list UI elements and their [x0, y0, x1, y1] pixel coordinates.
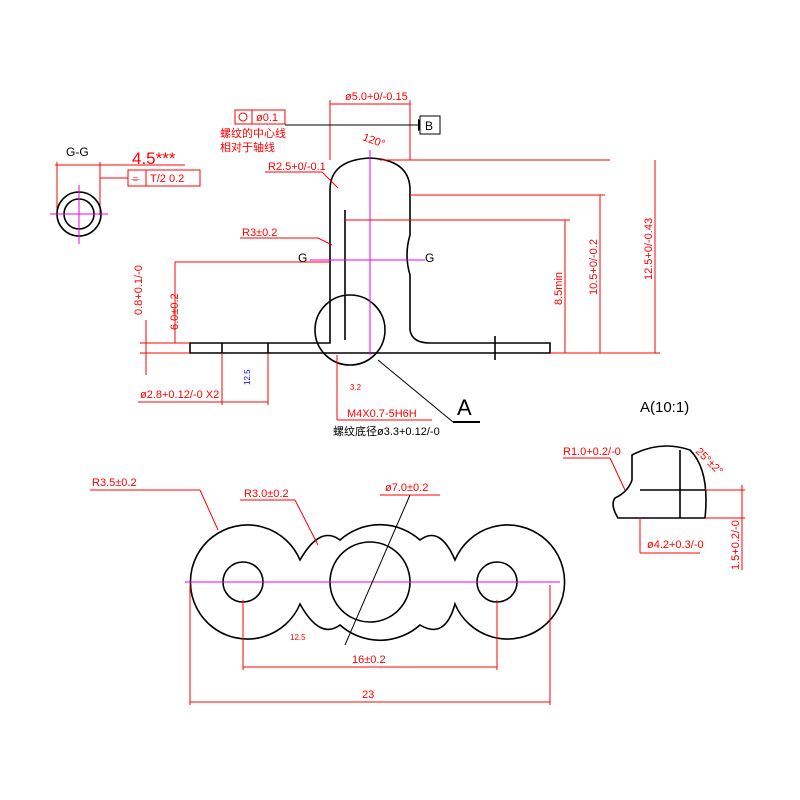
detail-dia: ø4.2+0.3/-0: [647, 539, 704, 551]
h-8-5: 8.5min: [553, 272, 565, 305]
r-waist: R3.0±0.2: [244, 488, 289, 500]
hole-dim: ø2.8+0.12/-0 X2: [140, 389, 219, 401]
detail-view-a: A(10:1) R1.0+0.2/-0 25°±2° ø4.2+0.3/-0 1…: [563, 399, 745, 570]
roughness-1: 12.5: [243, 369, 252, 385]
dia-center: ø7.0±0.2: [385, 482, 428, 494]
length-dim: 23: [362, 689, 374, 701]
datum-b: B: [425, 119, 433, 133]
r-fillet: R2.5+0/-0.1: [268, 161, 326, 173]
angle-120: 120°: [361, 132, 386, 151]
note-line2: 相对于轴线: [220, 140, 275, 154]
h-12-5: 12.5+0/-0.43: [643, 218, 655, 280]
section-mark-right: G: [425, 251, 434, 265]
pitch-dim: 16±0.2: [352, 654, 386, 666]
thread-note: 螺纹底径ø3.3+0.12/-0: [333, 424, 440, 438]
h-6-0: 6.0±0.2: [169, 293, 181, 330]
r-outer: R3.5±0.2: [92, 477, 137, 489]
thread-spec: M4X0.7-5H6H: [347, 408, 417, 420]
detail-height: 1.5+0.2/-0: [730, 520, 742, 570]
roughness-top: 12.5: [290, 633, 306, 642]
detail-title: A(10:1): [640, 399, 689, 416]
width-dim: 4.5***: [132, 149, 176, 168]
symmetry-tol: T/2 0.2: [150, 173, 184, 185]
symmetry-symbol: ⌯: [131, 173, 140, 185]
note-line1: 螺纹的中心线: [220, 126, 286, 140]
top-view: R3.5±0.2 R3.0±0.2 ø7.0±0.2 12.5 16±0.2 2…: [90, 477, 566, 705]
r3: R3±0.2: [242, 227, 277, 239]
top-dim: ø5.0+0/-0.15: [345, 91, 408, 103]
h-0-8: 0.8+0.1/-0: [133, 265, 145, 315]
h-10-5: 10.5+0/-0.2: [588, 239, 600, 295]
section-label: G-G: [66, 145, 89, 159]
section-mark-left: G: [298, 251, 307, 265]
roughness-2: 3.2: [350, 383, 362, 392]
detail-r: R1.0+0.2/-0: [563, 446, 621, 458]
section-view-g-g: G-G 4.5*** ⌯ T/2 0.2: [50, 145, 201, 244]
concentricity-tol: ø0.1: [256, 112, 278, 124]
side-view: ø5.0+0/-0.15 ø0.1 B 螺纹的中心线 相对于轴线 120° R2…: [133, 91, 660, 438]
detail-callout: A: [457, 395, 472, 420]
